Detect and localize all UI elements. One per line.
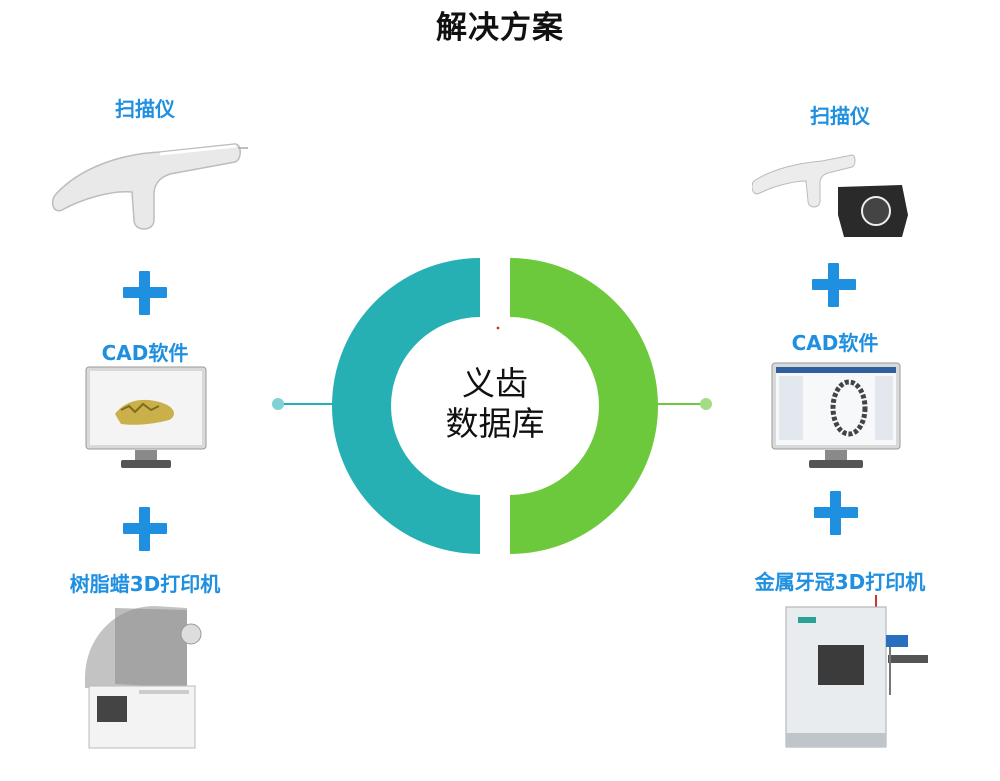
left-printer-label: 树脂蜡3D打印机 — [69, 572, 221, 596]
left-plus-2 — [123, 507, 167, 551]
page-title: 解决方案 — [436, 10, 564, 46]
right-connector-dot — [700, 398, 712, 410]
left-monitor-image — [85, 366, 207, 468]
right-plus-1 — [812, 263, 856, 307]
donut-right-half — [510, 258, 658, 554]
left-scanner-image — [51, 143, 248, 230]
donut-left-half — [332, 258, 480, 554]
center-line-1: 义齿 — [462, 364, 528, 403]
right-printer-image — [785, 595, 928, 748]
left-connector-dot — [272, 398, 284, 410]
right-plus-2 — [814, 491, 858, 535]
right-scanner-image — [752, 154, 908, 237]
right-cad-label: CAD软件 — [791, 331, 879, 355]
center-line-2: 数据库 — [445, 404, 545, 443]
left-scanner-label: 扫描仪 — [115, 97, 175, 121]
center-label: 义齿 数据库 — [420, 364, 570, 444]
database-donut — [272, 258, 712, 554]
left-cad-label: CAD软件 — [101, 341, 189, 365]
right-scanner-label: 扫描仪 — [810, 104, 870, 128]
right-printer-label: 金属牙冠3D打印机 — [754, 570, 926, 594]
left-printer-image — [85, 606, 202, 749]
left-plus-1 — [123, 271, 167, 315]
right-monitor-image — [771, 362, 901, 468]
